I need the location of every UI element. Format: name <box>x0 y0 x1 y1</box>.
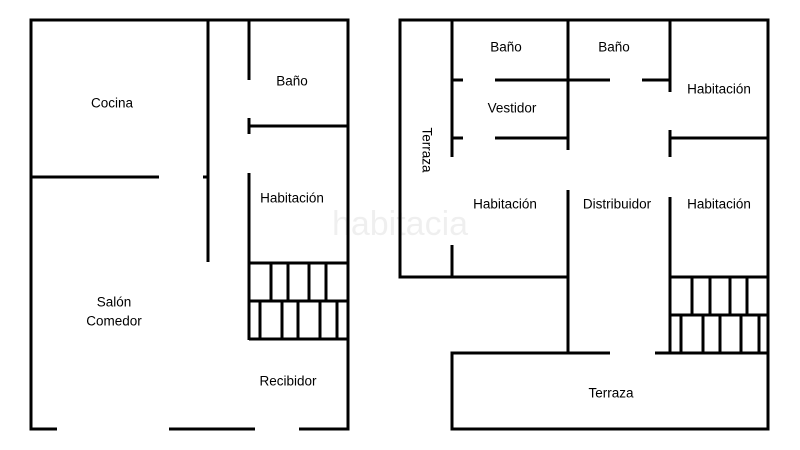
room-label-bedroom-top-right: Habitación <box>687 82 751 97</box>
room-label-dining: Comedor <box>86 314 142 329</box>
room-label-bedroom-left: Habitación <box>473 197 537 212</box>
upper-floor-plan: Terraza Baño Baño Vestidor Habitación Ha… <box>398 18 770 431</box>
room-label-bathroom: Baño <box>276 74 308 89</box>
room-label-hall: Recibidor <box>259 374 317 389</box>
upper-floor-walls <box>398 18 770 431</box>
room-label-living: Salón <box>97 295 132 310</box>
room-label-dressing-room: Vestidor <box>488 101 537 116</box>
room-label-landing: Distribuidor <box>583 197 652 212</box>
room-label-bathroom-2: Baño <box>598 40 630 55</box>
room-label-bedroom: Habitación <box>260 191 324 206</box>
room-label-bedroom-right: Habitación <box>687 197 751 212</box>
ground-floor-stairs <box>249 261 348 341</box>
ground-floor-walls <box>29 18 350 431</box>
upper-floor-stairs <box>670 275 768 353</box>
room-label-bathroom-1: Baño <box>490 40 522 55</box>
room-label-kitchen: Cocina <box>91 96 134 111</box>
ground-floor-plan: Cocina Baño Habitación Salón Comedor Rec… <box>29 18 350 431</box>
room-label-side-terrace: Terraza <box>419 127 434 173</box>
room-label-bottom-terrace: Terraza <box>588 386 634 401</box>
